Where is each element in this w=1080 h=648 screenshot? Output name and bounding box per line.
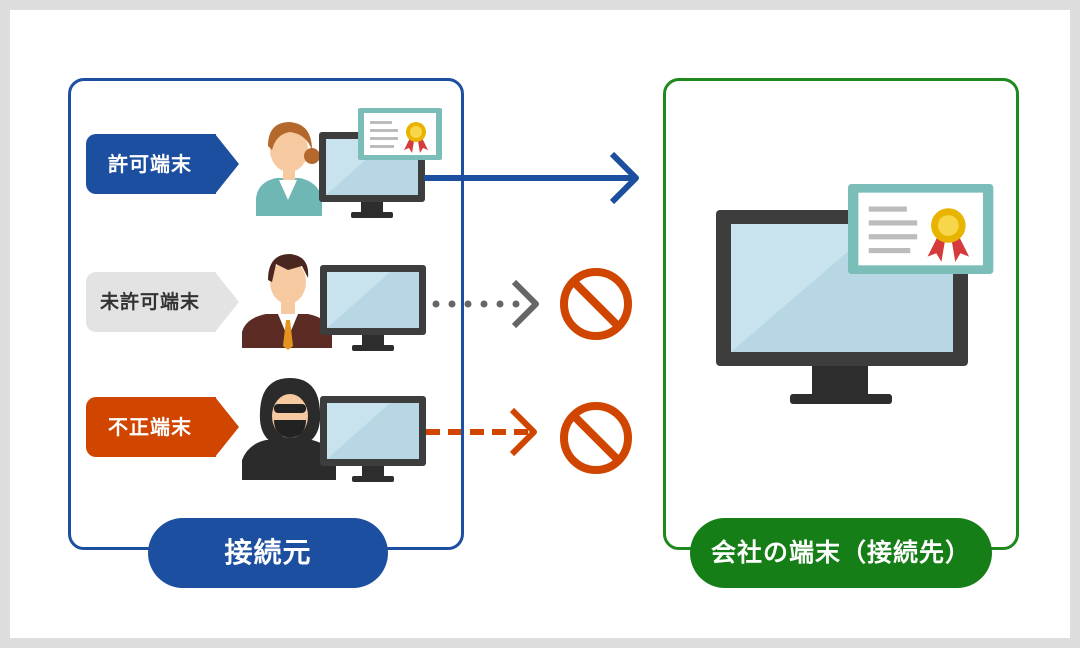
unauthorized-block-icon xyxy=(560,268,632,340)
illegal-device-tag: 不正端末 xyxy=(86,397,239,457)
illegal-user-icon xyxy=(242,378,336,480)
allowed-arrow-icon xyxy=(424,151,639,205)
allowed-user-icon xyxy=(256,122,322,216)
unauthorized-arrow-icon xyxy=(432,279,539,329)
illegal-block-icon xyxy=(560,402,632,474)
destination-label: 会社の端末（接続先） xyxy=(690,518,992,588)
unauthorized-user-icon xyxy=(242,254,332,350)
destination-group-frame xyxy=(663,78,1019,550)
allowed-device-label: 許可端末 xyxy=(108,152,192,176)
illegal-device-label: 不正端末 xyxy=(108,415,192,439)
unauthorized-device-tag: 未許可端末 xyxy=(86,272,239,332)
illegal-arrow-icon xyxy=(426,407,537,457)
unauthorized-device-label: 未許可端末 xyxy=(100,291,201,313)
source-label: 接続元 xyxy=(148,518,388,588)
allowed-device-tag: 許可端末 xyxy=(86,134,239,194)
